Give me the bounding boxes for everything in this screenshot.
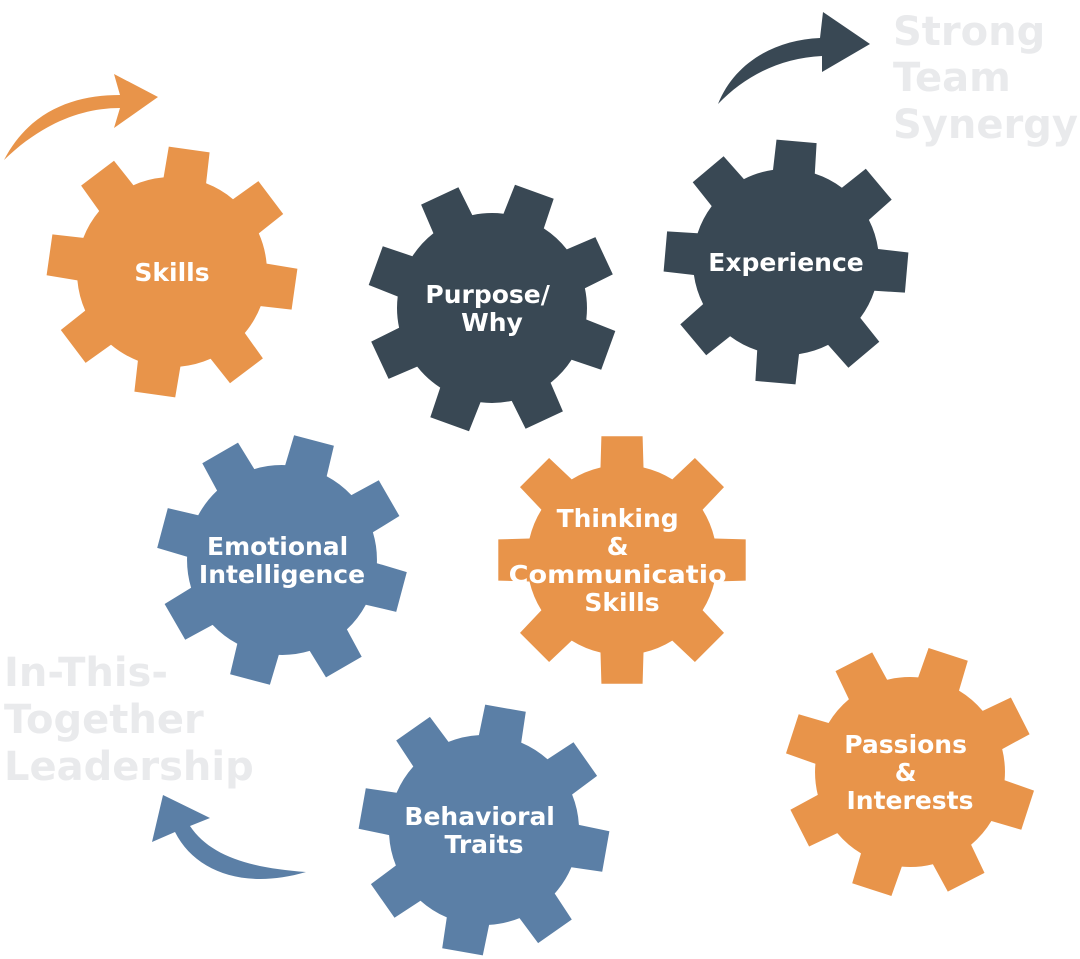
gear-behavioral-shape bbox=[358, 704, 610, 956]
team-synergy-line-3: Synergy bbox=[893, 102, 1078, 148]
gear-skills-label: Skills bbox=[134, 258, 209, 287]
leadership-label: In-This- Together Leadership bbox=[4, 650, 254, 790]
gear-thinking-line-4: Skills bbox=[584, 588, 659, 617]
gear-emotional: Emotional Intelligence bbox=[157, 435, 407, 685]
top-right-arrow bbox=[718, 12, 870, 104]
gear-thinking-label: Thinking & Communicatio Skills bbox=[509, 504, 736, 617]
gear-experience-label: Experience bbox=[708, 248, 863, 277]
gear-purpose-label: Purpose/ Why bbox=[425, 280, 558, 337]
team-synergy-label: Strong Team Synergy bbox=[893, 9, 1078, 148]
top-left-arrow bbox=[4, 74, 158, 160]
leadership-line-2: Together bbox=[4, 697, 204, 743]
gear-experience-line-1: Experience bbox=[708, 248, 863, 277]
gear-skills: Skills bbox=[46, 146, 298, 398]
gear-emotional-line-2: Intelligence bbox=[199, 560, 365, 589]
bottom-left-arrow bbox=[152, 795, 306, 879]
gear-behavioral: Behavioral Traits bbox=[358, 704, 610, 956]
gear-thinking-line-1: Thinking bbox=[557, 504, 679, 533]
leadership-line-3: Leadership bbox=[4, 744, 254, 790]
gear-passions-line-1: Passions bbox=[844, 730, 967, 759]
gear-passions-line-3: Interests bbox=[846, 786, 973, 815]
gear-emotional-shape bbox=[157, 435, 407, 685]
gear-experience-shape bbox=[663, 139, 909, 385]
gear-experience: Experience bbox=[663, 139, 909, 385]
gear-skills-line-1: Skills bbox=[134, 258, 209, 287]
gear-emotional-label: Emotional Intelligence bbox=[199, 532, 365, 589]
gear-passions-label: Passions & Interests bbox=[844, 730, 975, 815]
team-synergy-line-1: Strong bbox=[893, 9, 1045, 55]
gear-skills-shape bbox=[46, 146, 298, 398]
gear-behavioral-line-1: Behavioral bbox=[404, 802, 555, 831]
leadership-line-1: In-This- bbox=[4, 650, 168, 696]
gear-thinking-line-2: & bbox=[607, 532, 629, 561]
team-synergy-line-2: Team bbox=[893, 55, 1011, 101]
gear-thinking-line-3: Communicatio bbox=[509, 560, 727, 589]
gear-passions: Passions & Interests bbox=[786, 648, 1034, 896]
gear-emotional-line-1: Emotional bbox=[207, 532, 348, 561]
gear-behavioral-label: Behavioral Traits bbox=[404, 802, 563, 859]
gear-passions-shape bbox=[786, 648, 1034, 896]
gear-purpose-line-1: Purpose/ bbox=[425, 280, 550, 309]
gear-thinking: Thinking & Communicatio Skills bbox=[498, 436, 746, 684]
gear-purpose: Purpose/ Why bbox=[368, 184, 616, 432]
gear-purpose-line-2: Why bbox=[461, 308, 523, 337]
gear-passions-line-2: & bbox=[895, 758, 917, 787]
gear-thinking-shape bbox=[498, 436, 746, 684]
gear-purpose-shape bbox=[368, 184, 616, 432]
gear-behavioral-line-2: Traits bbox=[445, 830, 524, 859]
